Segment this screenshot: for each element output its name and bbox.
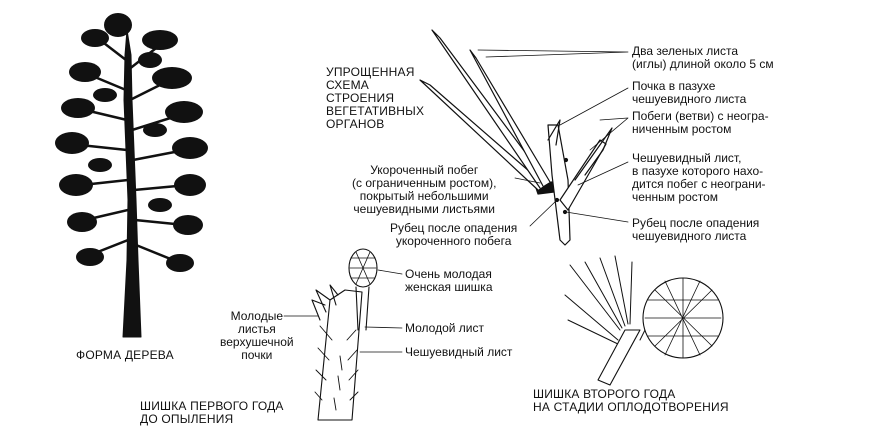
tree-foliage <box>55 13 208 272</box>
needle-3 <box>469 49 551 187</box>
scar-short-shoot-label: Рубец после опадения укороченного побега <box>390 221 518 248</box>
bud-axil-label: Почка в пазухе чешуевидного листа <box>632 79 747 106</box>
schema-title: УПРОЩЕННАЯ СХЕМА СТРОЕНИЯ ВЕГЕТАТИВНЫХ О… <box>326 65 425 131</box>
scale-leaf-label: Чешуевидный лист <box>405 345 513 359</box>
branch-tip <box>317 289 363 421</box>
tree-trunk <box>122 29 142 338</box>
second-year-cone-illustration <box>564 255 724 386</box>
pine-tree-illustration <box>55 13 208 338</box>
tree-form-label: ФОРМА ДЕРЕВА <box>76 348 174 362</box>
two-needles-label: Два зеленых листа (иглы) длиной около 5 … <box>632 44 774 71</box>
young-leaves-bud-label: Молодые листья верхушечной почки <box>220 309 294 362</box>
short-shoot-label: Укороченный побег (с ограниченным ростом… <box>352 163 497 216</box>
first-year-cone-illustration <box>283 248 403 421</box>
unlimited-shoots-label: Побеги (ветви) с неогра- ниченным ростом <box>632 109 769 136</box>
second-year-cone-label: ШИШКА ВТОРОГО ГОДА НА СТАДИИ ОПЛОДОТВОРЕ… <box>533 387 729 414</box>
leader-lines <box>477 49 629 227</box>
young-female-cone <box>348 248 378 331</box>
young-leaf-label: Молодой лист <box>405 321 485 335</box>
young-female-cone-label: Очень молодая женская шишка <box>405 267 493 294</box>
second-year-cone <box>642 277 724 359</box>
cone-leader-lines <box>283 269 403 353</box>
scale-leaf-axil-label: Чешуевидный лист, в пазухе которого нахо… <box>632 151 766 204</box>
scar-scale-leaf-label: Рубец после опадения чешуевидного листа <box>632 216 760 243</box>
first-year-cone-label: ШИШКА ПЕРВОГО ГОДА ДО ОПЫЛЕНИЯ <box>140 399 284 426</box>
needle-1 <box>419 79 546 191</box>
vegetative-organs-scheme <box>419 29 629 246</box>
needle-2 <box>431 29 549 189</box>
